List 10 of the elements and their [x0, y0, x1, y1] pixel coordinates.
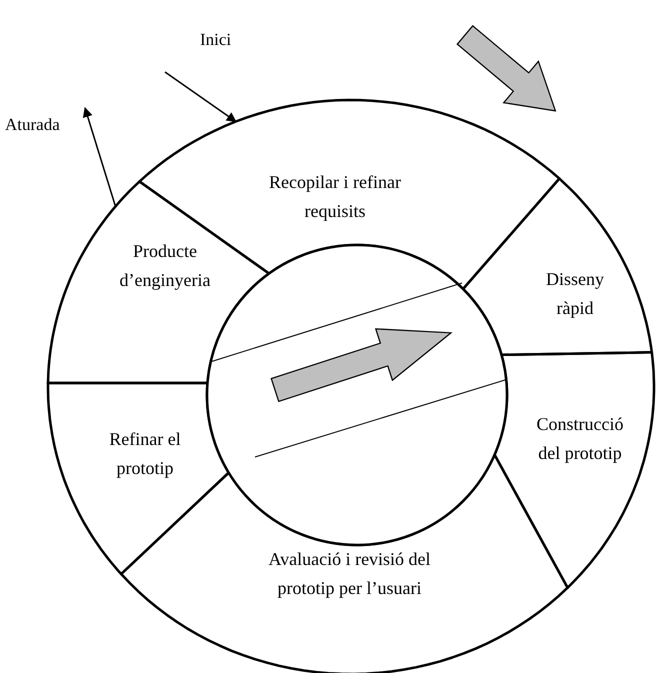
stage-label: Disseny ràpid: [545, 268, 605, 320]
edge-label: Inici: [200, 30, 232, 50]
stage-label: Producte d’enginyeria: [118, 240, 212, 292]
stage-label: Recopilar i refinar requisits: [268, 171, 402, 223]
stage-label: Avaluació i revisió del prototip per l’usuari: [267, 548, 432, 600]
stage-label: Refinar el prototip: [108, 428, 182, 480]
stage-label: Construcció del prototip: [536, 413, 624, 465]
arrow: [82, 107, 116, 207]
edge-label: Aturada: [5, 115, 60, 135]
arrow: [164, 71, 237, 122]
